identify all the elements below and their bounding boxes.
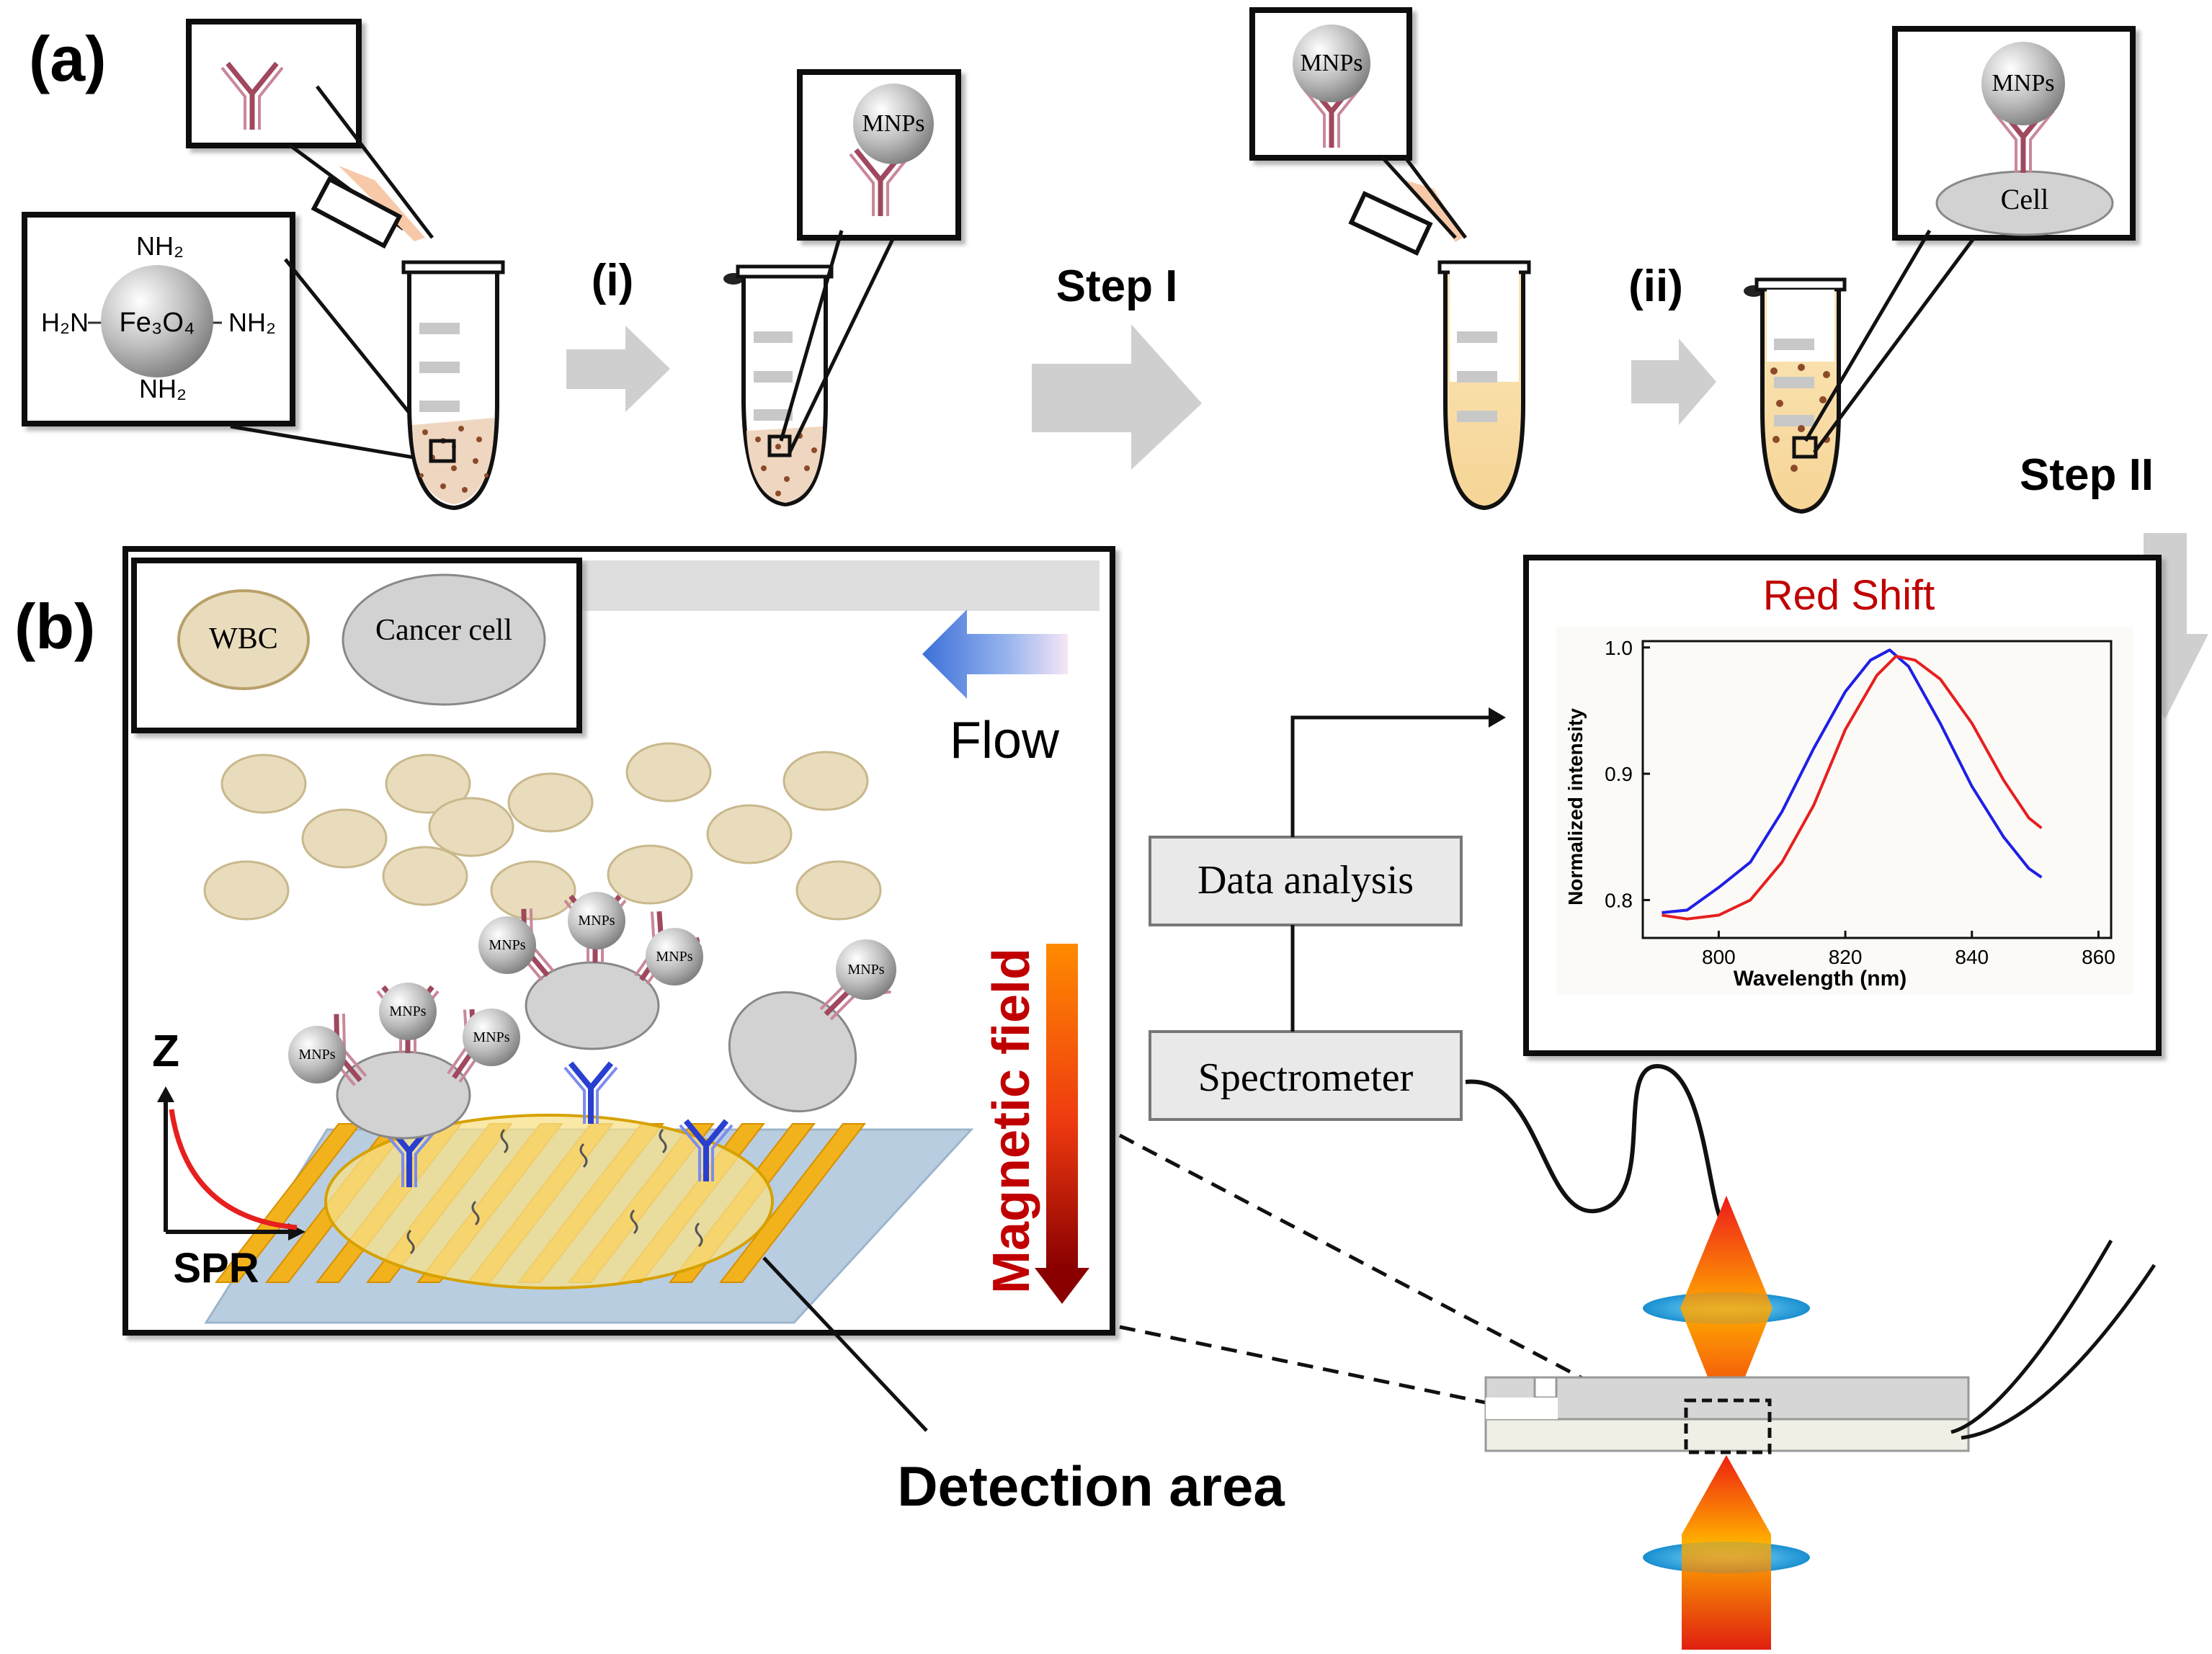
mnps-label-a3: MNPs [1992,70,2055,97]
mnps-cell-inset: Cell MNPs [1892,26,2136,241]
mnps-ab-inset: MNPs [797,69,961,241]
fe3o4-core: Fe₃O₄ [120,308,195,338]
flow-label: Flow [950,712,1060,769]
spectrum-panel: Red Shift 800 820 840 860 0.8 0.9 1.0 Waveleng… [1523,555,2162,1056]
tube-4 [1744,277,1847,514]
chart-ylabel: Normalized intensity [1564,708,1587,906]
mnps-particles [288,892,896,1083]
y-tick-label: 0.9 [1605,763,1633,785]
captured-cells: MNPs MNPs MNPs MNPs MNPs MNPs MNPs [288,892,896,1187]
spectrometer-box: Spectrometer [1149,1030,1463,1121]
arrow-i [566,326,670,412]
magnetic-field-arrow: Magnetic field [983,944,1089,1304]
mnps-ab-inset-2: MNPs [1249,7,1412,161]
arrow-ii [1631,339,1716,425]
mnps-tag: MNPs [578,913,615,929]
wbc-legend-icon [177,589,310,690]
mnps-tag: MNPs [473,1029,509,1045]
chart-frame [1641,640,2113,939]
mnps-tag: MNPs [656,949,692,965]
detection-spot [324,1114,774,1289]
x-tick-label: 820 [1829,946,1863,968]
optical-setup [1484,1196,2157,1650]
cell-label: Cell [2001,183,2049,215]
surface-molecules [406,1128,703,1255]
data-analysis-box: Data analysis [1149,836,1463,926]
mnps-tag: MNPs [847,962,884,978]
y-tick-label: 1.0 [1605,637,1633,659]
spectrometer-label: Spectrometer [1198,1055,1414,1100]
detection-area-label: Detection area [897,1454,1285,1518]
chart-xlabel: Wavelength (nm) [1734,967,1907,991]
nh2-left: H₂N [41,308,89,337]
sensor-chip [204,1114,974,1324]
x-tick-label: 840 [1955,946,1989,968]
chart-title: Red Shift [1763,572,1935,619]
pipette-icon [311,166,425,249]
optical-fiber [1465,1063,1729,1230]
x-tick-label: 800 [1702,946,1736,968]
cancer-legend-icon [342,573,546,706]
cancer-legend-label: Cancer cell [375,614,512,647]
mnps-label-a1: MNPs [862,110,925,137]
panel-b-label: (b) [14,591,95,662]
mnps-label-a2: MNPs [1301,50,1363,76]
nh2-top: NH₂ [136,231,184,261]
series-line-2 [1662,655,2043,921]
series-line-1 [1662,648,2043,914]
mnps-tag: MNPs [298,1047,335,1063]
mnps-tag: MNPs [389,1003,426,1019]
step-II-label: Step II [2020,450,2154,500]
x-tick-label: 860 [2082,946,2115,968]
panel-a-label: (a) [29,23,107,94]
tube-1 [401,260,505,511]
y-tick-label: 0.8 [1605,889,1633,911]
fe3o4-inset: Fe₃O₄ NH₂ H₂N NH₂ NH₂ [22,212,295,426]
spr-label: SPR [173,1245,259,1292]
step-I-label: Step I [1056,261,1178,311]
flow-arrow [922,609,1068,699]
cell-legend: WBC Cancer cell [131,558,582,733]
nh2-right: NH₂ [228,308,276,337]
tube-3: MNPs [1249,7,1531,511]
wbc-cells [203,742,882,921]
nh2-bottom: NH₂ [139,374,187,403]
label-i: (i) [592,256,634,305]
magnetic-field-label: Magnetic field [983,948,1040,1294]
arrow-step-I [1032,324,1202,470]
tube-2 [723,264,834,507]
spr-axis: Z SPR [152,1027,306,1292]
chart-plot: 800 820 840 860 0.8 0.9 1.0 [1605,637,2115,968]
mnps-tag: MNPs [489,937,525,953]
data-analysis-label: Data analysis [1198,858,1414,903]
z-axis-label: Z [152,1027,179,1076]
antibody-inset [186,19,362,148]
wbc-legend-label: WBC [209,622,278,656]
label-ii: (ii) [1628,261,1683,311]
